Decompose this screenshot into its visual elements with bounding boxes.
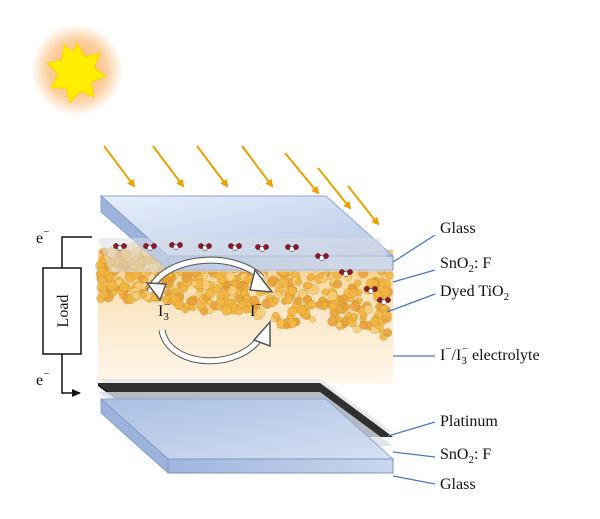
glass-bottom-label: Glass [440, 476, 476, 493]
glass-top-label: Glass [440, 220, 476, 237]
sunlight-arrow-icon [103, 145, 136, 188]
sunlight-arrow-icon [241, 145, 274, 188]
sunlight-arrow-icon [196, 145, 229, 188]
dye-molecules [113, 242, 391, 305]
sun-icon [31, 24, 123, 116]
load-resistor [42, 267, 82, 355]
bottom-glass-plate [99, 398, 395, 474]
redox-cycle [145, 256, 274, 365]
electron-label-top: e− [36, 226, 49, 247]
electrolyte-label: I−/I3− electrolyte [440, 343, 540, 367]
sunlight-arrows [103, 145, 380, 226]
sno2-top-label: SnO2: F [440, 255, 491, 275]
electron-label-bottom: e− [36, 368, 49, 389]
dyed-tio2-label: Dyed TiO2 [440, 283, 509, 303]
external-circuit: Load [42, 236, 92, 397]
platinum-label: Platinum [440, 413, 498, 430]
sno2-bottom-label: SnO2: F [440, 446, 491, 466]
sunlight-arrow-icon [317, 167, 352, 210]
sunlight-arrow-icon [347, 185, 380, 226]
leader-lines [386, 234, 436, 485]
sunlight-arrow-icon [284, 152, 320, 195]
i3-ion-label: I3− [158, 299, 170, 323]
sunlight-arrow-icon [152, 145, 185, 188]
load-label: Load [55, 295, 72, 328]
iodide-ion-label: I− [250, 299, 262, 320]
